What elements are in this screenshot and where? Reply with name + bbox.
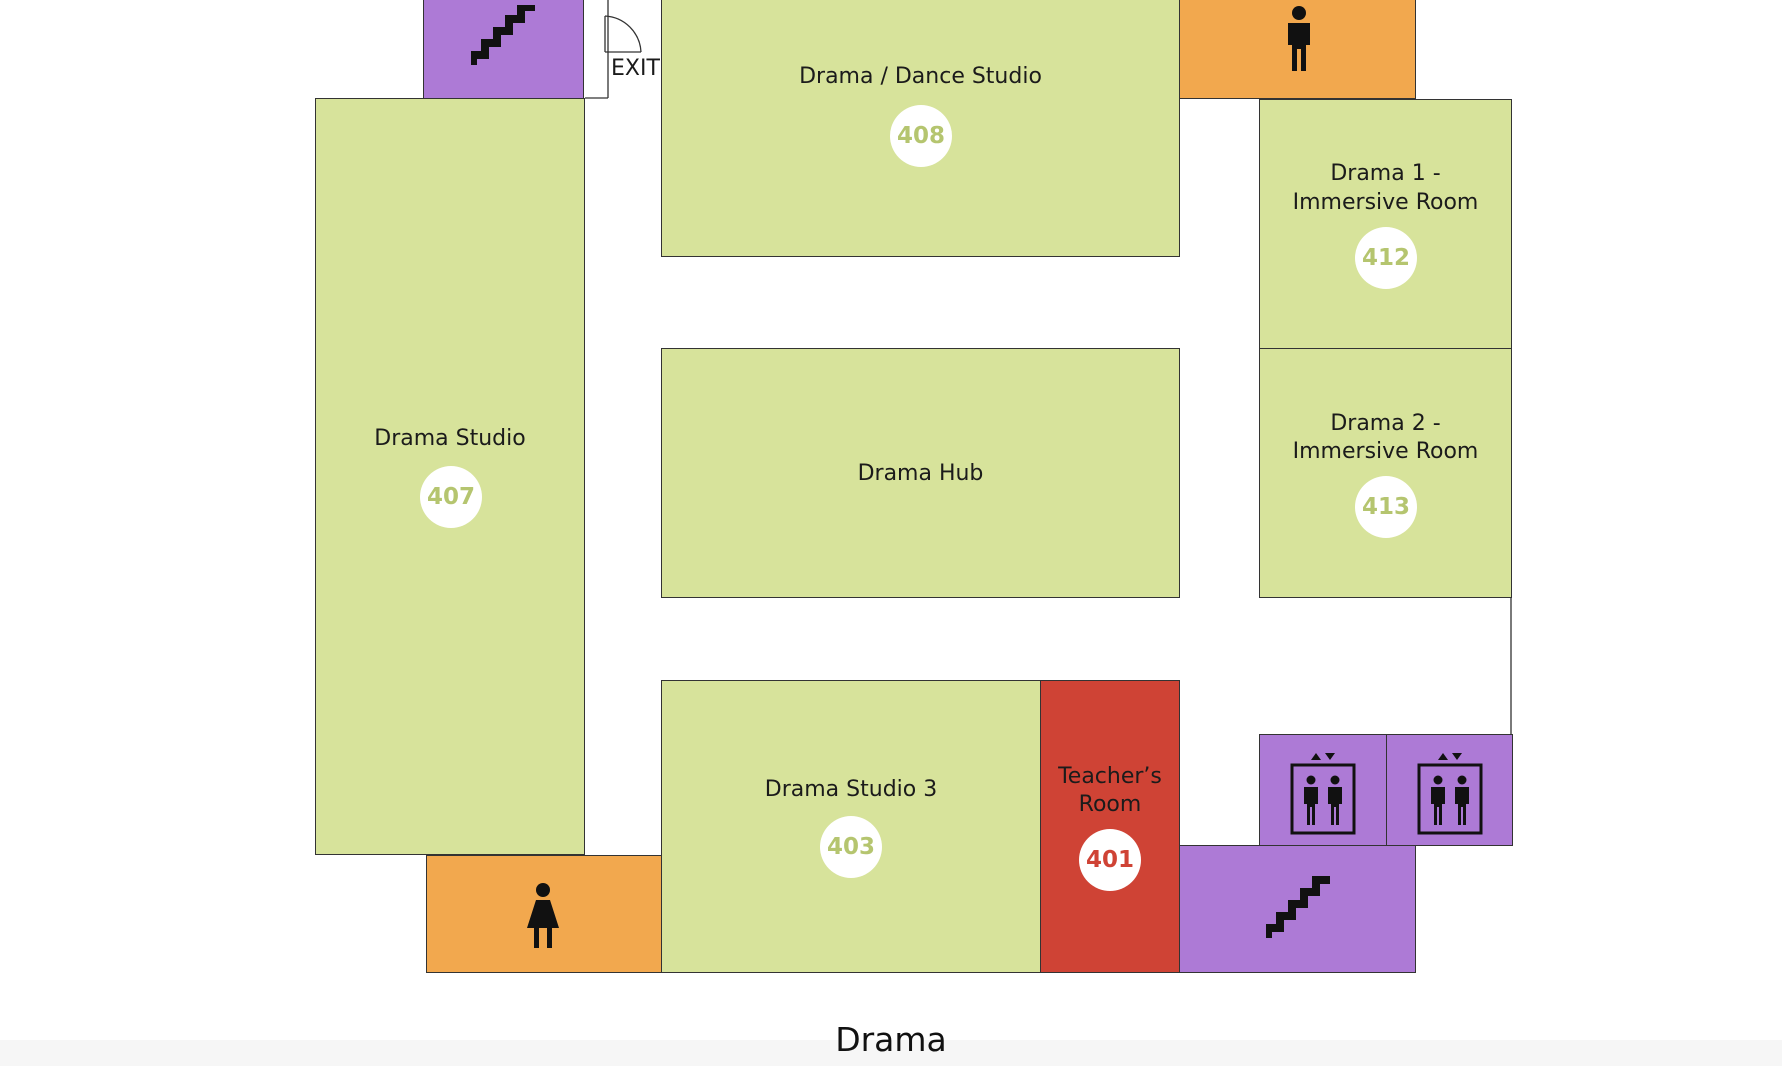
stairs-icon <box>471 5 535 65</box>
room-name-line2: Immersive Room <box>1292 439 1479 464</box>
room-403-drama-studio-3[interactable]: Drama Studio 3 403 <box>661 680 1041 973</box>
room-number-badge: 407 <box>420 466 482 528</box>
room-408-drama-dance-studio[interactable]: Drama / Dance Studio 408 <box>661 0 1180 257</box>
room-name-line1: Teacher’s <box>1058 764 1162 789</box>
exit-door-icon <box>604 15 642 53</box>
male-toilet-icon <box>1288 6 1310 71</box>
elevator-icon <box>1417 753 1483 835</box>
male-toilet[interactable] <box>1179 0 1416 99</box>
stairs-south[interactable] <box>1179 845 1416 973</box>
room-number-badge: 412 <box>1355 227 1417 289</box>
room-number-badge: 413 <box>1355 476 1417 538</box>
female-toilet-icon <box>527 883 559 948</box>
room-name: Drama / Dance Studio <box>799 64 1042 89</box>
footer-band <box>0 1040 1782 1066</box>
room-name-line1: Drama 2 - <box>1330 411 1441 436</box>
room-number-badge: 403 <box>820 816 882 878</box>
elevator-icon <box>1290 753 1356 835</box>
room-drama-hub[interactable]: Drama Hub <box>661 348 1180 598</box>
room-413-drama-2-immersive[interactable]: Drama 2 - Immersive Room 413 <box>1259 348 1512 598</box>
room-412-drama-1-immersive[interactable]: Drama 1 - Immersive Room 412 <box>1259 99 1512 349</box>
room-407-drama-studio[interactable]: Drama Studio 407 <box>315 98 585 855</box>
room-name-line2: Room <box>1078 792 1142 817</box>
female-toilet[interactable] <box>426 855 662 973</box>
map-title: Drama <box>835 1020 947 1059</box>
lift-1[interactable] <box>1259 734 1387 846</box>
room-name: Drama Studio 3 <box>764 777 938 802</box>
room-name: Drama Studio <box>374 426 526 451</box>
room-name: Drama Hub <box>857 461 984 486</box>
room-number-badge: 401 <box>1079 829 1141 891</box>
room-name-line1: Drama 1 - <box>1330 161 1441 186</box>
stairs-north[interactable] <box>423 0 584 99</box>
exit-label: EXIT <box>611 56 660 81</box>
lift-2[interactable] <box>1386 734 1513 846</box>
room-number-badge: 408 <box>890 105 952 167</box>
stairs-icon <box>1266 876 1330 938</box>
room-401-teachers-room[interactable]: Teacher’s Room 401 <box>1040 680 1180 973</box>
room-name-line2: Immersive Room <box>1292 190 1479 215</box>
